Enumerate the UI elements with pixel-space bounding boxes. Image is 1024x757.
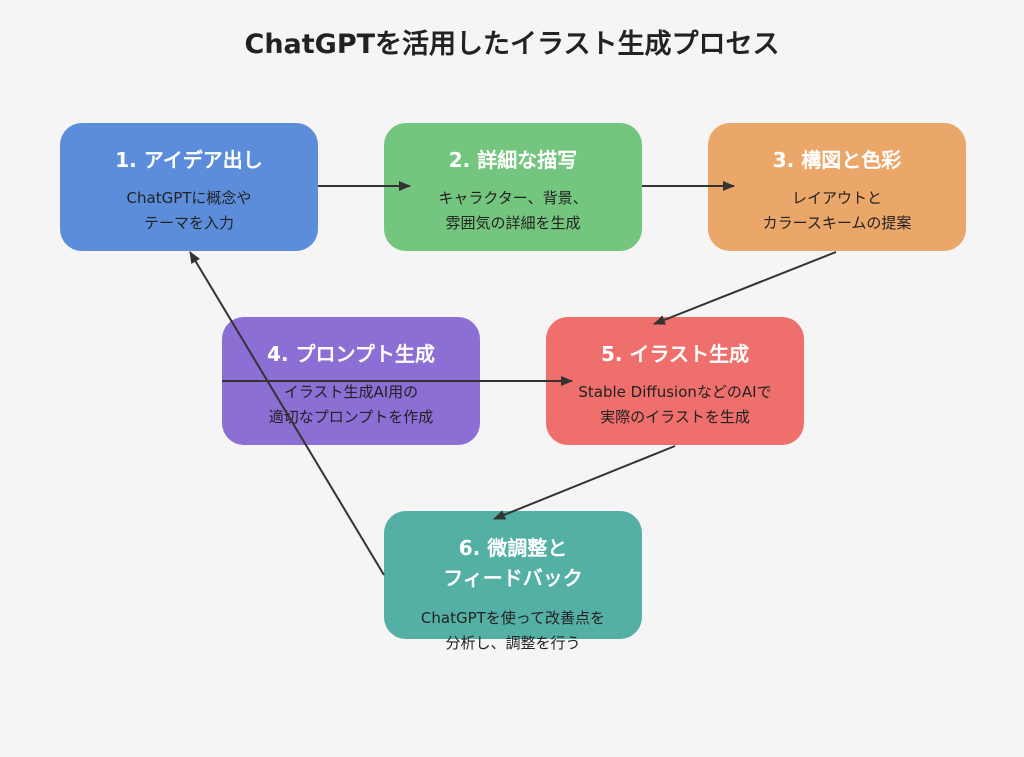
step-box-2: 2. 詳細な描写 キャラクター、背景、 雰囲気の詳細を生成 [384,123,642,251]
step-box-3: 3. 構図と色彩 レイアウトと カラースキームの提案 [708,123,966,251]
step-title: 2. 詳細な描写 [448,148,578,172]
step-box-6: 6. 微調整と フィードバック ChatGPTを使って改善点を 分析し、調整を行… [384,511,642,652]
step-description: ChatGPTに概念や テーマを入力 [126,189,252,232]
step-title: 1. アイデア出し [115,148,263,172]
step-title: 6. 微調整と フィードバック [443,536,583,590]
step-title: 5. イラスト生成 [600,342,750,366]
step-description: Stable DiffusionなどのAIで 実際のイラストを生成 [578,383,772,426]
page-title: ChatGPTを活用したイラスト生成プロセス [244,29,780,60]
step-box-5: 5. イラスト生成 Stable DiffusionなどのAIで 実際のイラスト… [546,317,804,445]
step-description: イラスト生成AI用の 適切なプロンプトを作成 [268,383,434,426]
arrow-5-to-6 [493,445,676,520]
step-description: レイアウトと カラースキームの提案 [762,189,912,232]
step-description: キャラクター、背景、 雰囲気の詳細を生成 [438,189,588,232]
step-description: ChatGPTを使って改善点を 分析し、調整を行う [420,609,606,652]
step-title: 3. 構図と色彩 [772,148,902,172]
arrow-3-to-5 [653,251,837,325]
step-box-1: 1. アイデア出し ChatGPTに概念や テーマを入力 [60,123,318,251]
arrow-6-to-1 [189,251,385,576]
step-title: 4. プロンプト生成 [267,342,435,366]
